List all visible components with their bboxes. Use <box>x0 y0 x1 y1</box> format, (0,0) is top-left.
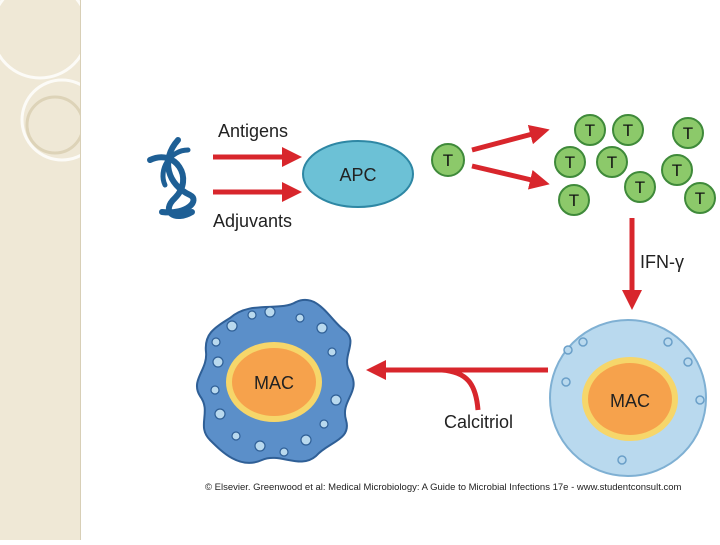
copyright-credit: © Elsevier. Greenwood et al: Medical Mic… <box>205 482 682 493</box>
t-cell: T <box>596 146 628 178</box>
t-cell-label: T <box>607 153 617 172</box>
calcitriol-branch <box>441 367 481 411</box>
t-cell-label: T <box>443 151 453 170</box>
ifn-gamma-label: IFN-γ <box>640 252 684 272</box>
t-cell: T <box>661 154 693 186</box>
calcitriol-label: Calcitriol <box>444 412 513 432</box>
t-cell: T <box>624 171 656 203</box>
apc-label: APC <box>339 165 376 185</box>
t-cell-cluster: T T T T T T T T T <box>554 114 716 216</box>
t-cell-label: T <box>569 191 579 210</box>
t-cell-label: T <box>623 121 633 140</box>
t-cell-label: T <box>672 161 682 180</box>
t-cell: T <box>558 184 590 216</box>
apc-cell: APC <box>302 140 414 208</box>
antigens-label: Antigens <box>218 121 288 141</box>
t-cell: T <box>612 114 644 146</box>
adjuvants-label: Adjuvants <box>213 211 292 231</box>
t-cell-label: T <box>565 153 575 172</box>
t-cell-label: T <box>695 189 705 208</box>
mac-right-label: MAC <box>610 391 650 411</box>
antigen-icon <box>147 137 197 219</box>
t-cell: T <box>672 117 704 149</box>
macrophage-right: MAC <box>549 319 707 477</box>
t-cell: T <box>684 182 716 214</box>
t-cell-label: T <box>683 124 693 143</box>
t-cell: T <box>574 114 606 146</box>
t-cell-label: T <box>635 178 645 197</box>
decorative-sidebar <box>0 0 104 540</box>
macrophage-left: MAC <box>196 298 355 464</box>
t-cell-single: T <box>431 143 465 177</box>
t-cell: T <box>554 146 586 178</box>
t-cell-label: T <box>585 121 595 140</box>
proliferation-arrow-down <box>471 163 550 190</box>
proliferation-arrow-up <box>471 124 550 153</box>
mac-left-label: MAC <box>254 373 294 393</box>
